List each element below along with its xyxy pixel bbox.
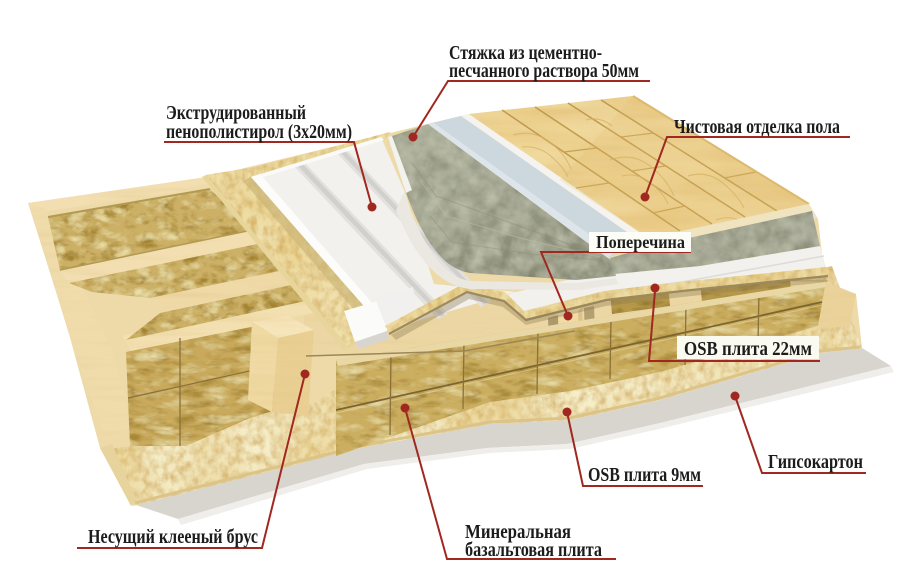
svg-text:Чистовая отделка пола: Чистовая отделка пола: [674, 117, 840, 138]
svg-text:Несущий клееный брус: Несущий клееный брус: [88, 527, 258, 548]
svg-text:песчанного раствора 50мм: песчанного раствора 50мм: [449, 61, 639, 82]
svg-text:базальтовая плита: базальтовая плита: [465, 540, 602, 561]
svg-text:Гипсокартон: Гипсокартон: [768, 452, 863, 473]
svg-text:OSB плита 22мм: OSB плита 22мм: [684, 339, 812, 360]
svg-text:Стяжка из цементно-: Стяжка из цементно-: [449, 43, 602, 64]
svg-text:Минеральная: Минеральная: [465, 522, 571, 543]
svg-text:Поперечина: Поперечина: [596, 232, 685, 252]
svg-text:пенополистирол (3х20мм): пенополистирол (3х20мм): [166, 122, 352, 143]
svg-text:OSB плита 9мм: OSB плита 9мм: [588, 465, 701, 486]
svg-text:Экструдированный: Экструдированный: [166, 103, 306, 124]
